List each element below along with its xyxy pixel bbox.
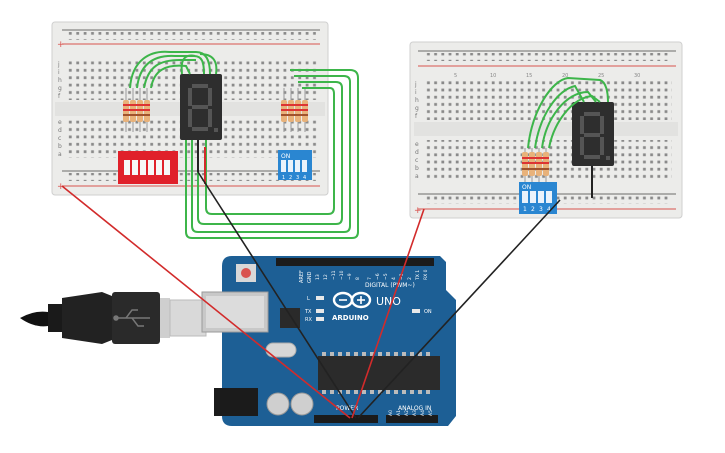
row-letter: e: [58, 119, 62, 126]
row-letter: b: [415, 165, 419, 172]
pin-label: A4: [420, 410, 426, 416]
col-number: 20: [562, 73, 568, 79]
right-green-wires[interactable]: [527, 76, 609, 149]
pin-label: 7: [367, 277, 373, 280]
pin-label: ~11: [331, 270, 337, 280]
row-letter: d: [58, 127, 62, 134]
analog-label: ANALOG IN: [398, 405, 431, 412]
red-wire-right-board-to-5v[interactable]: [351, 208, 425, 419]
row-letter: j: [57, 61, 60, 68]
pin-label: 13: [315, 274, 321, 280]
row-letter: h: [58, 77, 62, 84]
l-led-label: L: [307, 296, 310, 302]
pin-label: A3: [412, 410, 418, 416]
pin-label: 2: [407, 277, 413, 280]
row-letter: b: [58, 143, 62, 150]
on-led-label: ON: [424, 309, 432, 315]
row-letter: c: [415, 157, 418, 164]
right-seven-segment-display[interactable]: [572, 102, 614, 166]
left-resistor-pack[interactable]: [123, 88, 150, 132]
digital-label: DIGITAL (PWM~): [365, 282, 415, 289]
row-letter: c: [58, 135, 61, 142]
dip-on-label: ON: [281, 153, 290, 160]
row-letter: a: [58, 151, 62, 158]
pin-label: ~6: [375, 273, 381, 280]
power-header[interactable]: [314, 415, 378, 423]
power-label: POWER: [336, 405, 358, 412]
digital-pin-labels: 13 12 ~11 ~10 ~9 8 7 ~6 ~5 4 ~3 2 TX 1 R…: [315, 269, 429, 281]
dip-number: 3: [296, 175, 299, 181]
brand-label: ARDUINO: [332, 314, 369, 322]
row-letter: e: [415, 141, 419, 148]
pin-label: ~9: [347, 273, 353, 280]
tx-label: TX: [304, 309, 312, 315]
row-letter: f: [58, 93, 61, 100]
pin-label: A5: [428, 410, 434, 416]
svg-text:+: +: [57, 182, 65, 192]
row-letter: d: [415, 149, 419, 156]
col-number: 15: [526, 73, 532, 79]
row-letter: i: [58, 69, 60, 76]
row-letter: f: [415, 113, 418, 120]
pin-label: RX 0: [423, 269, 429, 280]
row-letter: i: [415, 89, 417, 96]
left-breadboard-row-letters: j i h g f e d c b a: [57, 61, 62, 158]
pin-label: ~10: [339, 270, 345, 280]
left-red-dip-switch[interactable]: [118, 151, 178, 184]
pin-label: ~3: [399, 273, 405, 280]
row-letter: j: [414, 81, 417, 88]
rx-label: RX: [305, 317, 312, 323]
right-breadboard-column-numbers: 5 10 15 20 25 30: [454, 73, 640, 79]
row-letter: a: [415, 173, 419, 180]
analog-pin-labels: A0 A1 A2 A3 A4 A5: [388, 410, 434, 416]
svg-text:+: +: [414, 206, 422, 216]
dip-number: 4: [303, 175, 306, 181]
pin-label: TX 1: [415, 270, 421, 281]
right-blue-dip-switch[interactable]: ON 1 2 3 4: [519, 182, 557, 214]
aref-label: AREF: [299, 270, 305, 283]
gnd-label: GND: [307, 271, 313, 283]
col-number: 10: [490, 73, 496, 79]
black-wire-left-board-to-gnd[interactable]: [197, 171, 357, 419]
right-resistor-pack-on-left-board[interactable]: [281, 88, 308, 132]
left-seven-segment-display[interactable]: [180, 74, 222, 140]
col-number: 5: [454, 73, 457, 79]
arduino-logo: [332, 291, 372, 309]
dip-number: 2: [531, 206, 535, 213]
black-wire-right-board-to-gnd[interactable]: [357, 199, 561, 419]
dip-number: 1: [523, 206, 527, 213]
right-breadboard-row-letters: j i h g f e d c b a: [414, 81, 419, 180]
left-green-wires[interactable]: [129, 50, 359, 239]
red-wire-left-board-to-5v[interactable]: [61, 185, 351, 419]
analog-header[interactable]: [386, 415, 438, 423]
pin-label: A1: [396, 410, 402, 416]
pin-label: A0: [388, 410, 394, 416]
arduino-labels: ARDUINO UNO DIGITAL (PWM~) POWER ANALOG …: [299, 270, 432, 412]
row-letter: h: [415, 97, 419, 104]
digital-header[interactable]: [276, 258, 434, 266]
arduino-uno-board[interactable]: [201, 256, 456, 426]
model-label: UNO: [376, 295, 401, 308]
pin-label: 8: [355, 277, 361, 280]
usb-cable[interactable]: [20, 292, 207, 344]
dip-number: 2: [289, 175, 292, 181]
left-blue-dip-switch[interactable]: ON 1 2 3 4: [278, 150, 312, 181]
row-letter: g: [415, 105, 419, 112]
right-board-resistor-pack[interactable]: [522, 148, 549, 186]
pin-label: 4: [391, 277, 397, 280]
col-number: 30: [634, 73, 640, 79]
pin-label: A2: [404, 410, 410, 416]
dip-number: 4: [547, 206, 551, 213]
row-letter: g: [58, 85, 62, 92]
dip-number: 3: [539, 206, 543, 213]
pin-label: 12: [323, 274, 329, 280]
dip-number: 1: [282, 175, 285, 181]
svg-text:+: +: [57, 40, 65, 50]
reset-button[interactable]: [241, 268, 251, 278]
dip-on-label: ON: [522, 184, 531, 191]
col-number: 25: [598, 73, 604, 79]
pin-label: ~5: [383, 273, 389, 280]
